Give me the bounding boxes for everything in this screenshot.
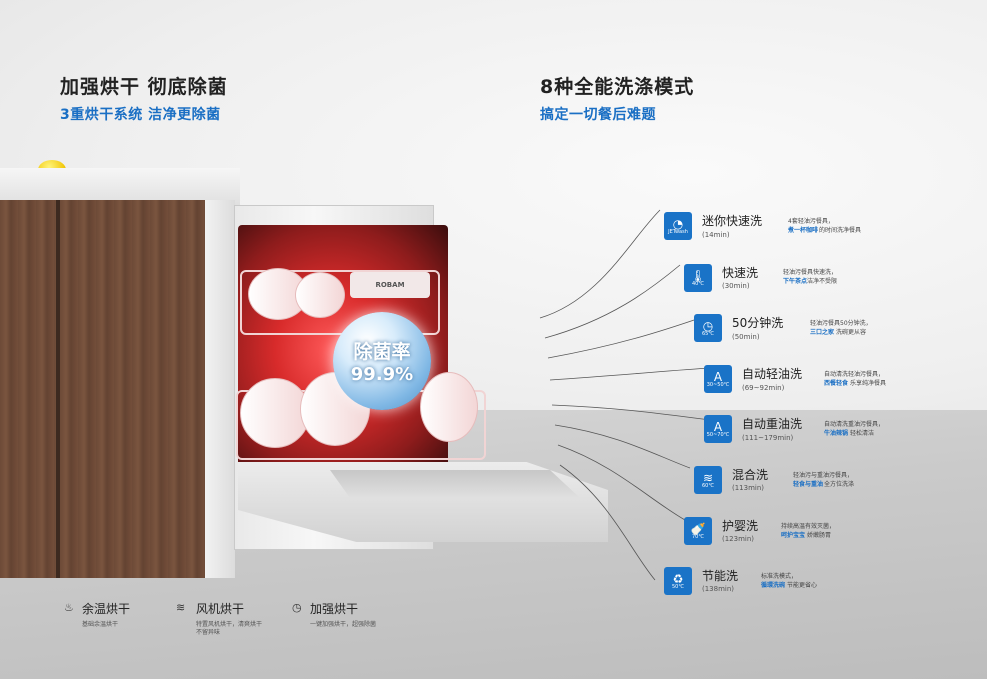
eco-icon: ♻50℃ — [664, 567, 692, 595]
cabinet-door — [60, 200, 205, 578]
sterilization-badge: 除菌率 99.9% — [333, 312, 431, 410]
thermometer-40-icon: 🌡40℃ — [684, 264, 712, 292]
marble-side-panel — [205, 200, 235, 578]
left-title: 加强烘干 彻底除菌 — [60, 76, 228, 98]
boost-dry-icon: ◷ — [292, 601, 302, 614]
timer-65-icon: ◷65℃ — [694, 314, 722, 342]
plates-image — [295, 272, 345, 318]
cabinet-divider — [56, 200, 60, 578]
right-subtitle: 搞定一切餐后难题 — [540, 107, 656, 123]
badge-title: 除菌率 — [353, 341, 411, 363]
right-title: 8种全能洗涤模式 — [540, 76, 695, 98]
fan-icon: ≋ — [176, 601, 186, 614]
fan-desc: 特置风机烘干，清爽烘干不留异味 — [196, 621, 263, 636]
baby-bottle-icon: 🍼70℃ — [684, 517, 712, 545]
jet-wash-icon: ◔JETwash — [664, 212, 692, 240]
residual-heat-icon: ♨ — [64, 601, 74, 614]
plates-image — [420, 372, 478, 442]
badge-value: 99.9% — [350, 364, 414, 385]
dual-pressure-icon: ≋60℃ — [694, 466, 722, 494]
left-subtitle: 3重烘干系统 洁净更除菌 — [60, 107, 221, 123]
cabinet-door — [0, 200, 56, 578]
dishwasher-door-inner — [330, 470, 580, 498]
brand-logo: ROBAM — [350, 272, 430, 298]
